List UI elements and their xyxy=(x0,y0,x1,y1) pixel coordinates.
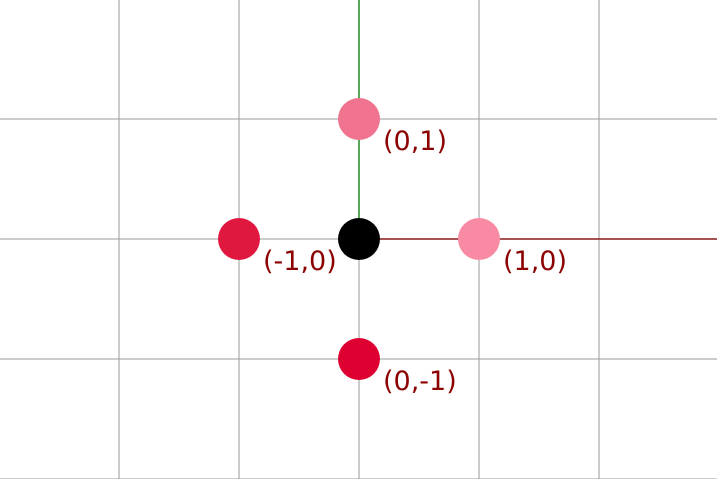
point-marker xyxy=(338,338,380,380)
point-marker xyxy=(338,98,380,140)
points xyxy=(218,98,500,380)
point-marker xyxy=(218,218,260,260)
point-marker xyxy=(458,218,500,260)
point-label: (1,0) xyxy=(503,246,567,277)
point-label: (-1,0) xyxy=(263,246,337,277)
point-marker xyxy=(338,218,380,260)
point-labels: (0,1) (-1,0) (1,0) (0,-1) xyxy=(263,126,567,397)
point-label: (0,1) xyxy=(383,126,447,157)
point-label: (0,-1) xyxy=(383,366,457,397)
